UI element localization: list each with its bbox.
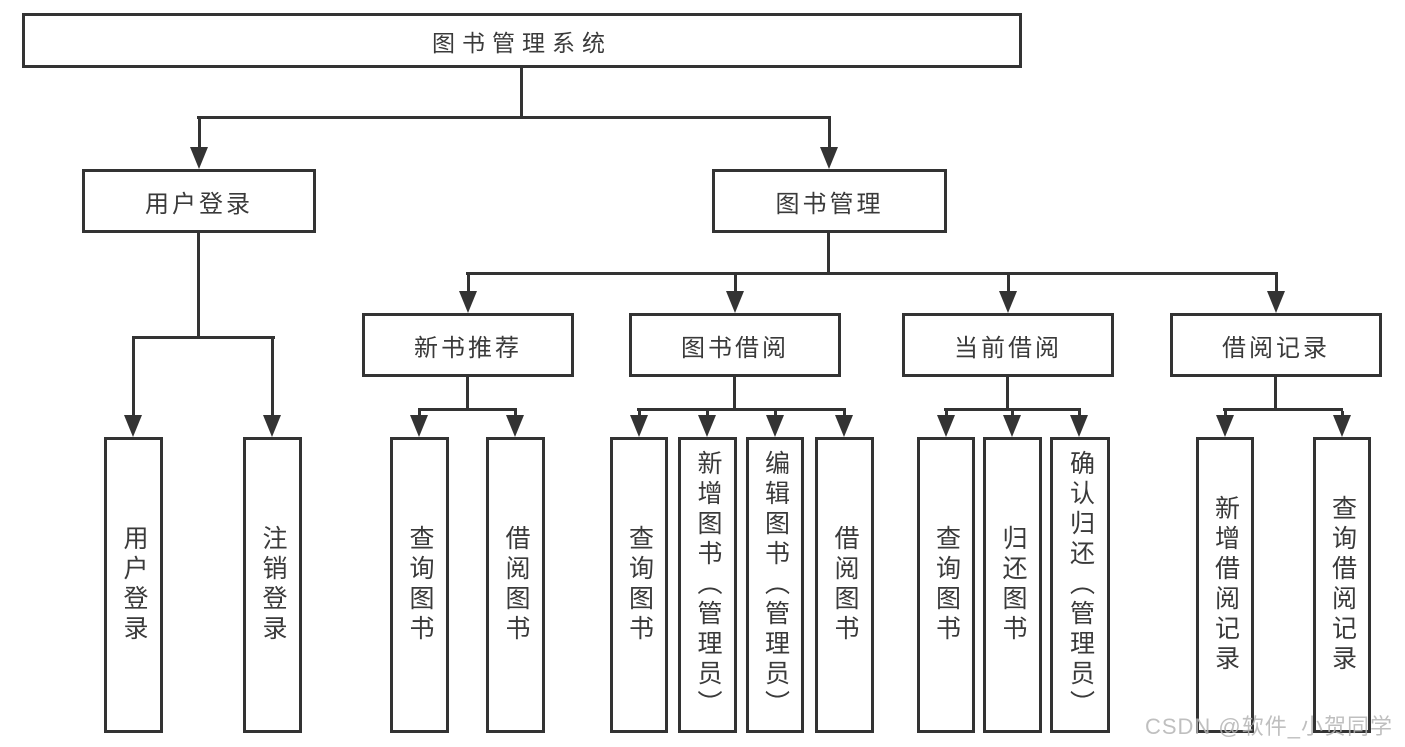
arrowhead-down-icon [1070, 415, 1088, 437]
arrow-stem [1010, 411, 1014, 415]
arrow-to-nb-borrow-book [506, 411, 524, 437]
arrow-stem [842, 411, 846, 415]
arrow-stem [197, 119, 201, 147]
arrow-stem [944, 411, 948, 415]
node-user-login: 用户登录 [82, 169, 316, 233]
arrow-stem [417, 411, 421, 415]
arrowhead-down-icon [1333, 415, 1351, 437]
arrowhead-down-icon [459, 291, 477, 313]
arrow-to-bb-borrow-book [835, 411, 853, 437]
arrow-to-borrow-record [1267, 275, 1285, 313]
arrowhead-down-icon [1003, 415, 1021, 437]
arrow-stem [1223, 411, 1227, 415]
connector-new-book-rec-stem [466, 375, 469, 408]
arrow-to-cb-return-book [1003, 411, 1021, 437]
node-bb-edit-book-admin: 编辑图书（管理员） [746, 437, 804, 733]
arrow-to-br-query-record [1333, 411, 1351, 437]
node-cb-query-book: 查询图书 [917, 437, 975, 733]
arrowhead-down-icon [937, 415, 955, 437]
connector-root-stem [520, 66, 523, 118]
node-bb-add-book-admin: 新增图书（管理员） [678, 437, 737, 733]
arrow-to-cb-confirm-return [1070, 411, 1088, 437]
connector-book-borrow-stem [733, 375, 736, 408]
node-logout: 注销登录 [243, 437, 302, 733]
arrowhead-down-icon [698, 415, 716, 437]
arrowhead-down-icon [835, 415, 853, 437]
arrow-stem [1340, 411, 1344, 415]
node-cb-confirm-return-admin: 确认归还（管理员） [1050, 437, 1110, 733]
arrowhead-down-icon [1267, 291, 1285, 313]
connector-level1-bar [197, 116, 831, 119]
connector-borrow-record-bar [1223, 408, 1343, 411]
arrow-to-bb-query-book [630, 411, 648, 437]
arrow-to-new-book-rec [459, 275, 477, 313]
arrow-stem [270, 339, 274, 415]
connector-user-login-stem [197, 231, 200, 336]
arrow-to-nb-query-book [410, 411, 428, 437]
arrowhead-down-icon [263, 415, 281, 437]
node-br-query-record: 查询借阅记录 [1313, 437, 1371, 733]
connector-user-login-bar [132, 336, 275, 339]
connector-book-mgmt-bar [466, 272, 1278, 275]
arrowhead-down-icon [410, 415, 428, 437]
arrow-stem [131, 339, 135, 415]
arrow-stem [773, 411, 777, 415]
node-cb-return-book: 归还图书 [983, 437, 1042, 733]
node-nb-borrow-book: 借阅图书 [486, 437, 545, 733]
arrowhead-down-icon [726, 291, 744, 313]
arrowhead-down-icon [190, 147, 208, 169]
node-bb-borrow-book: 借阅图书 [815, 437, 874, 733]
node-br-add-record: 新增借阅记录 [1196, 437, 1254, 733]
arrowhead-down-icon [1216, 415, 1234, 437]
arrow-stem [705, 411, 709, 415]
arrow-to-book-mgmt [820, 119, 838, 169]
arrow-stem [513, 411, 517, 415]
arrow-stem [827, 119, 831, 147]
arrow-to-br-add-record [1216, 411, 1234, 437]
connector-new-book-rec-bar [418, 408, 517, 411]
arrow-to-current-borrow [999, 275, 1017, 313]
node-book-management: 图书管理 [712, 169, 947, 233]
arrow-to-cb-query-book [937, 411, 955, 437]
connector-borrow-record-stem [1274, 375, 1277, 408]
node-nb-query-book: 查询图书 [390, 437, 449, 733]
arrow-stem [1274, 275, 1278, 291]
arrowhead-down-icon [999, 291, 1017, 313]
node-current-borrow: 当前借阅 [902, 313, 1114, 377]
arrow-to-logout [263, 339, 281, 437]
arrow-stem [637, 411, 641, 415]
node-new-book-recommend: 新书推荐 [362, 313, 574, 377]
node-book-borrow: 图书借阅 [629, 313, 841, 377]
arrow-stem [1077, 411, 1081, 415]
arrow-stem [1006, 275, 1010, 291]
connector-book-mgmt-stem [827, 231, 830, 272]
arrow-to-bb-edit-book [766, 411, 784, 437]
arrowhead-down-icon [506, 415, 524, 437]
arrowhead-down-icon [820, 147, 838, 169]
connector-current-borrow-stem [1006, 375, 1009, 408]
arrow-to-bb-add-book [698, 411, 716, 437]
node-bb-query-book: 查询图书 [610, 437, 668, 733]
arrow-to-book-borrow [726, 275, 744, 313]
arrowhead-down-icon [124, 415, 142, 437]
arrowhead-down-icon [630, 415, 648, 437]
arrow-to-user-login [190, 119, 208, 169]
connector-book-borrow-bar [637, 408, 846, 411]
arrowhead-down-icon [766, 415, 784, 437]
node-root-system: 图书管理系统 [22, 13, 1022, 68]
arrow-stem [733, 275, 737, 291]
node-login: 用户登录 [104, 437, 163, 733]
node-borrow-record: 借阅记录 [1170, 313, 1382, 377]
connector-current-borrow-bar [944, 408, 1081, 411]
arrow-stem [466, 275, 470, 291]
arrow-to-login [124, 339, 142, 437]
